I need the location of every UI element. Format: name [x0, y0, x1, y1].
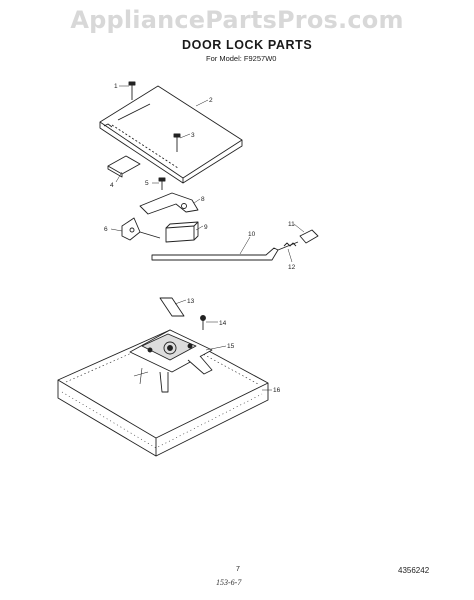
- handwritten-note: 153-6-7: [216, 578, 242, 587]
- callout-12: 12: [288, 264, 296, 271]
- callout-8: 8: [201, 196, 205, 203]
- lock-link-part-8: [139, 192, 199, 215]
- callout-3: 3: [191, 132, 195, 139]
- document-code: 4356242: [398, 566, 430, 575]
- latch-part-6: [121, 217, 161, 241]
- callout-11: 11: [288, 221, 295, 228]
- spring-part-12: [283, 242, 297, 247]
- callout-2: 2: [209, 97, 213, 104]
- model-subtitle: For Model: F9257W0: [206, 54, 277, 63]
- screw-part-3: [173, 133, 181, 152]
- callout-9: 9: [204, 224, 208, 231]
- callout-5: 5: [145, 180, 149, 187]
- page-number: 7: [236, 566, 240, 573]
- callout-13: 13: [187, 298, 195, 305]
- watermark: AppliancePartsPros.com: [70, 6, 404, 34]
- lock-rod-part-10: [151, 241, 299, 261]
- callout-1: 1: [114, 83, 118, 90]
- cover-plate: [99, 85, 243, 184]
- callout-16: 16: [273, 387, 281, 394]
- callout-15: 15: [227, 343, 235, 350]
- strike-plate-part-13: [159, 297, 185, 317]
- callout-labels: 1 2 3 4 5 8 9 6 10 11 12 13 14 15 16: [104, 83, 296, 394]
- callout-6: 6: [104, 226, 108, 233]
- callout-14: 14: [219, 320, 227, 327]
- knob-part-11: [299, 229, 319, 244]
- callout-4: 4: [110, 182, 114, 189]
- screw-part-14: [200, 315, 206, 330]
- callout-10: 10: [248, 231, 256, 238]
- leader-lines: [110, 85, 305, 391]
- lock-assembly-part-15: [129, 329, 213, 393]
- screw-part-1: [128, 81, 136, 100]
- plate-part-4: [107, 155, 141, 178]
- bracket-part-9: [165, 221, 199, 243]
- screw-part-5: [158, 177, 166, 190]
- page-title: DOOR LOCK PARTS: [182, 38, 313, 52]
